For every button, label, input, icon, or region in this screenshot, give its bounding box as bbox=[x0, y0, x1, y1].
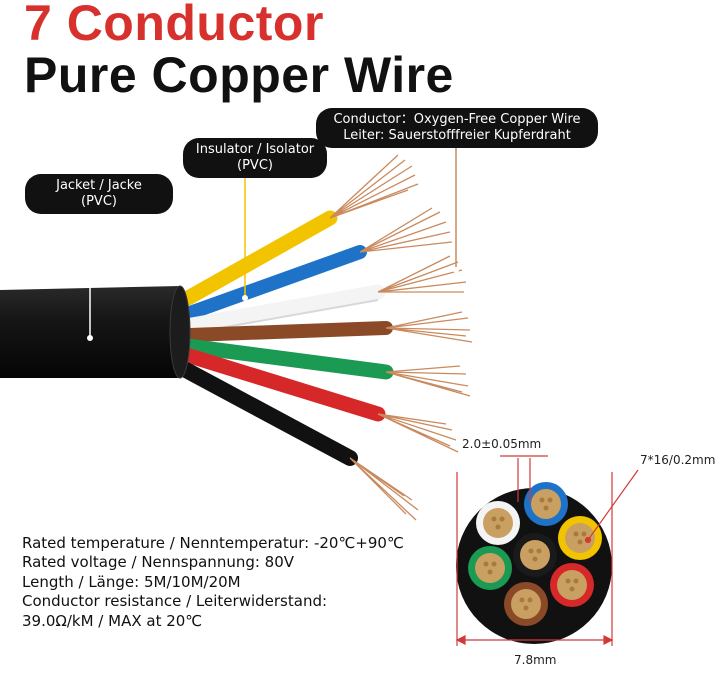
insulator-dot bbox=[242, 295, 248, 301]
spec-voltage: Rated voltage / Nennspannung: 80V bbox=[22, 553, 295, 572]
insulated-wires bbox=[178, 210, 394, 466]
black-wire bbox=[178, 362, 358, 466]
blue-wire bbox=[183, 245, 367, 320]
dimension-lines bbox=[455, 455, 639, 646]
jacket-callout: Jacket / Jacke (PVC) bbox=[25, 174, 173, 214]
jacket-dot bbox=[87, 335, 93, 341]
insulator-callout: Insulator / Isolator (PVC) bbox=[183, 138, 327, 178]
jacket-callout-line-1: Jacket / Jacke bbox=[56, 178, 142, 193]
insulator-callout-line-2: (PVC) bbox=[237, 158, 273, 173]
green-wire bbox=[180, 338, 394, 380]
white-wire bbox=[184, 284, 386, 333]
cross-section bbox=[456, 482, 612, 644]
jacket-callout-line-2: (PVC) bbox=[81, 194, 117, 209]
outer-jacket bbox=[0, 285, 191, 379]
outer-diameter-label: 7.8mm bbox=[514, 653, 557, 667]
title-line-1: 7 Conductor bbox=[24, 0, 324, 51]
insulation-thickness-label: 2.0±0.05mm bbox=[462, 437, 542, 451]
copper-strands bbox=[329, 154, 473, 521]
conductor-callout-line-2: Leiter: Sauerstofffreier Kupferdraht bbox=[343, 128, 571, 143]
brown-wire bbox=[183, 321, 393, 342]
conductor-dot bbox=[453, 267, 459, 273]
spec-resistance-value: 39.0Ω/kM / MAX at 20℃ bbox=[22, 611, 203, 630]
spec-list: Rated temperature / Nenntemperatur: -20℃… bbox=[22, 534, 404, 631]
spec-length: Length / Länge: 5M/10M/20M bbox=[22, 572, 241, 591]
strand-spec-label: 7*16/0.2mm bbox=[640, 453, 716, 467]
conductor-callout-line-1: Conductor：Oxygen-Free Copper Wire bbox=[333, 112, 581, 127]
spec-resistance-label: Conductor resistance / Leiterwiderstand: bbox=[22, 592, 328, 611]
spec-temperature: Rated temperature / Nenntemperatur: -20℃… bbox=[22, 534, 404, 552]
conductor-callout: Conductor：Oxygen-Free Copper Wire Leiter… bbox=[316, 108, 598, 148]
callout-leaders bbox=[89, 142, 457, 338]
title-line-2: Pure Copper Wire bbox=[24, 47, 454, 103]
red-wire bbox=[182, 348, 386, 422]
yellow-wire bbox=[180, 210, 338, 306]
insulator-callout-line-1: Insulator / Isolator bbox=[195, 142, 315, 157]
